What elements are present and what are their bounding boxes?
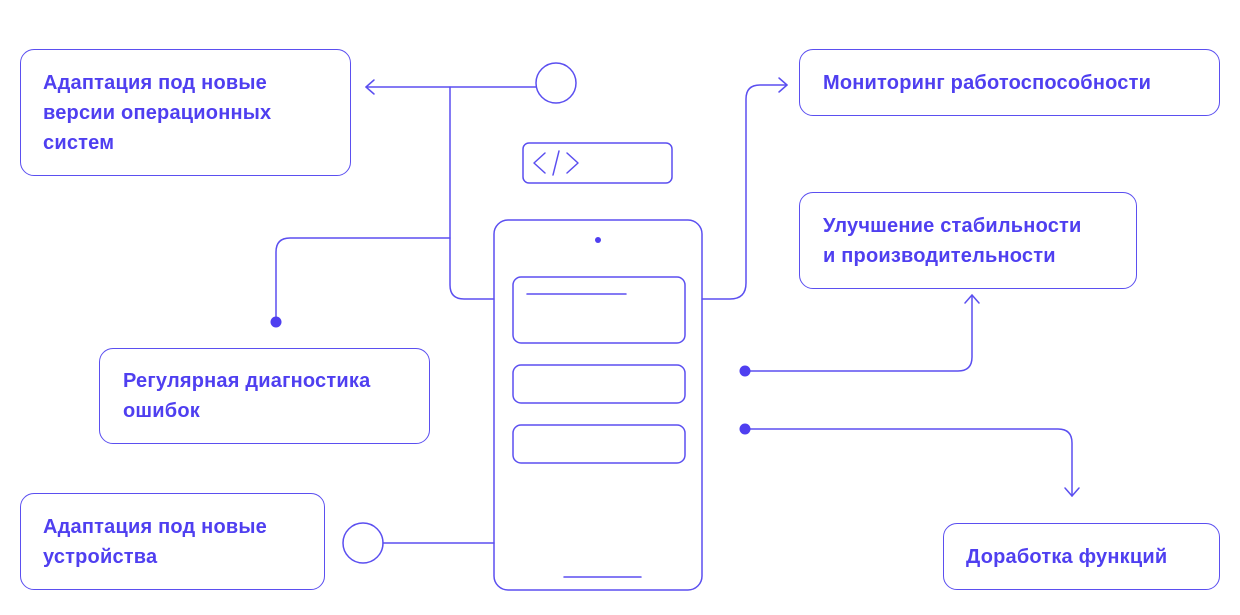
box-stability-label: Улучшение стабильности и производительно… bbox=[823, 214, 1082, 267]
arrow-head-left bbox=[365, 79, 375, 95]
connector-monitoring bbox=[701, 84, 788, 300]
connector-node-bottom bbox=[342, 522, 384, 564]
connector-dot-features bbox=[739, 423, 751, 435]
connector-dot-stability bbox=[739, 365, 751, 377]
phone-card-lower bbox=[512, 424, 686, 464]
arrow-head-features bbox=[1064, 487, 1080, 497]
phone-camera-dot bbox=[595, 237, 601, 243]
box-monitoring-label: Мониторинг работоспособности bbox=[823, 71, 1152, 94]
arrow-head-monitoring bbox=[778, 77, 788, 93]
box-diagnostics-label: Регулярная диагностика ошибок bbox=[123, 370, 371, 422]
box-device-adaptation: Адаптация под новые устройства bbox=[20, 493, 325, 590]
box-features-label: Доработка функций bbox=[966, 545, 1168, 568]
phone-frame bbox=[493, 219, 703, 591]
box-device-adaptation-label: Адаптация под новые устройства bbox=[43, 515, 267, 568]
box-os-adaptation-label: Адаптация под новые версии операционных … bbox=[43, 71, 272, 154]
connector-node-top bbox=[535, 62, 577, 104]
connector-features bbox=[744, 428, 1073, 497]
box-os-adaptation: Адаптация под новые версии операционных … bbox=[20, 49, 351, 176]
arrow-head-stability bbox=[964, 294, 980, 304]
connector-trunk bbox=[449, 86, 495, 300]
box-stability: Улучшение стабильности и производительно… bbox=[799, 192, 1137, 289]
box-diagnostics: Регулярная диагностика ошибок bbox=[99, 348, 430, 444]
code-box bbox=[522, 142, 673, 184]
box-features: Доработка функций bbox=[943, 523, 1220, 590]
code-brackets-icon bbox=[533, 150, 579, 176]
connector-stability bbox=[744, 294, 973, 372]
phone-card-middle bbox=[512, 364, 686, 404]
connector-dot-diagnostics bbox=[270, 316, 282, 328]
phone-card-large bbox=[512, 276, 686, 344]
connector-diagnostics bbox=[275, 237, 451, 323]
box-monitoring: Мониторинг работоспособности bbox=[799, 49, 1220, 116]
